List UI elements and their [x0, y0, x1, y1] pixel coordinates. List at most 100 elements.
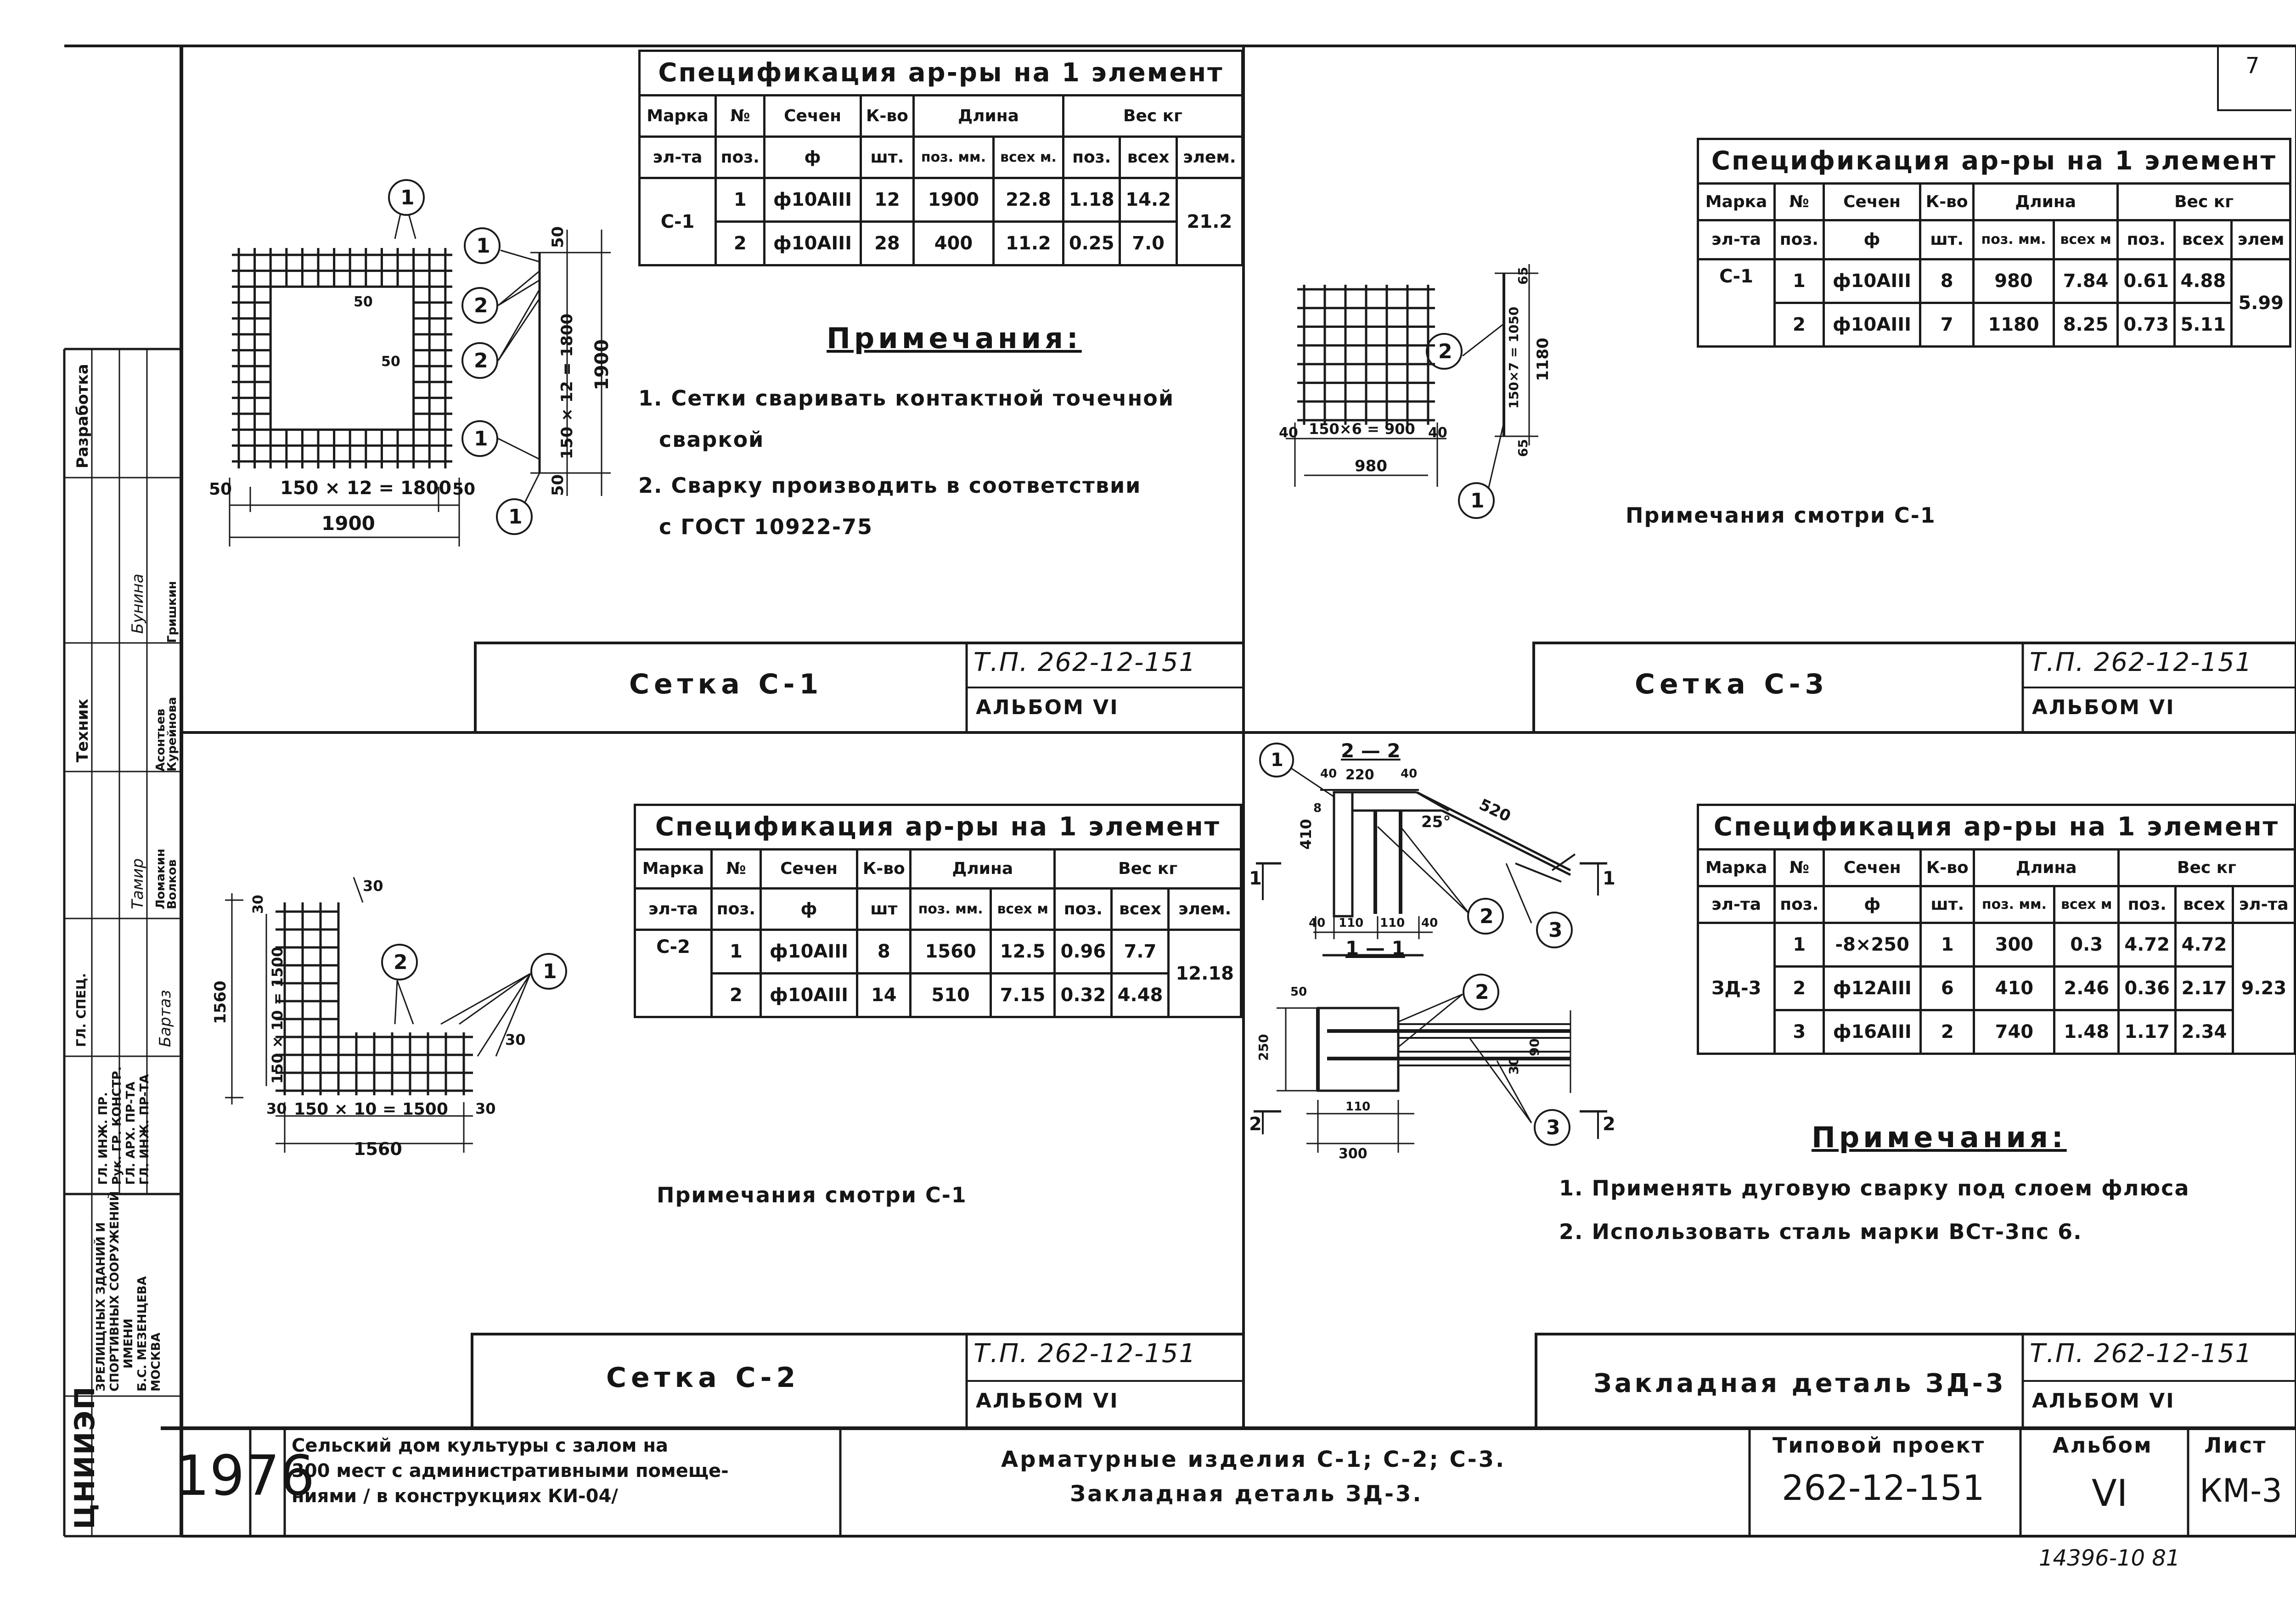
dim-label: 8 — [1313, 801, 1322, 815]
embedded-part-zd3-drawing — [1254, 764, 1607, 1153]
tp-value: 262-12-151 — [1782, 1467, 1985, 1508]
title-year: 1976 — [174, 1444, 315, 1508]
dim-label: 1560 — [354, 1139, 402, 1159]
spec-table-c1: Спецификация ар-ры на 1 элемент Марка № … — [638, 50, 1244, 266]
spec-title: Спецификация ар-ры на 1 элемент — [638, 50, 1244, 96]
org-line: МОСКВА — [149, 1332, 163, 1392]
strip-role: Разработка — [73, 364, 92, 468]
dim-label: 25° — [1421, 813, 1451, 831]
footer-number: 14396-10 81 — [2039, 1545, 2180, 1571]
dim-label: 50 — [381, 354, 400, 370]
dim-label: 30 — [505, 1031, 526, 1048]
dim-label: 250 — [1256, 1034, 1271, 1061]
spec-title: Спецификация ар-ры на 1 элемент — [1697, 804, 2296, 851]
note-line: 2. Сварку производить в соответствии — [638, 473, 1142, 498]
dim-label: 150×6 = 900 — [1309, 420, 1415, 438]
callout-number: 2 — [1475, 980, 1489, 1004]
callout-number: 3 — [1546, 1116, 1560, 1139]
callout-number: 1 — [543, 960, 557, 983]
org-line: СПОРТИВНЫХ СООРУЖЕНИЙ — [108, 1191, 122, 1392]
section-label: 1 — 1 — [1345, 937, 1405, 959]
callout-number: 1 — [1470, 489, 1485, 513]
album-title-label: Альбом — [2053, 1433, 2153, 1458]
frame-title: Закладная деталь ЗД-3 — [1593, 1369, 2006, 1398]
org-line: ИМЕНИ — [122, 1318, 135, 1369]
album-label: АЛЬБОМ VI — [976, 1389, 1119, 1413]
sheet-value: КМ-3 — [2200, 1472, 2282, 1510]
dim-label: 30 — [363, 877, 383, 895]
dim-label: 110 — [1339, 916, 1364, 930]
dim-label: 65 — [1515, 267, 1531, 285]
signature: Бунина — [129, 574, 147, 634]
dim-label: 50 — [452, 480, 476, 499]
notes-title: Примечания: — [1812, 1121, 2067, 1154]
dim-label: 980 — [1355, 457, 1387, 475]
callout-number: 1 — [476, 234, 490, 258]
album-label: АЛЬБОМ VI — [2032, 1389, 2175, 1413]
spec-title: Спецификация ар-ры на 1 элемент — [634, 804, 1242, 851]
callout-number: 2 — [474, 349, 488, 372]
dim-label: 110 — [1380, 916, 1405, 930]
strip-role: ГЛ. ИНЖ. ПР. — [96, 1092, 110, 1185]
dim-label: 410 — [1297, 819, 1315, 850]
dim-label: 40 — [1421, 916, 1438, 930]
note-line: 2. Использовать сталь марки ВСт-3пс 6. — [1559, 1219, 2082, 1244]
callout-number: 2 — [394, 951, 408, 974]
dim-label: 40 — [1428, 425, 1447, 441]
callout-number: 3 — [1548, 918, 1563, 942]
drawing-name: Арматурные изделия С-1; С-2; С-3. — [1001, 1447, 1506, 1472]
table-row: 2 ф10АIII 28 400 11.2 0.25 7.0 — [640, 220, 1243, 266]
note-line: 1. Сетки сваривать контактной точечной — [638, 386, 1175, 411]
org-line: Б.С. МЕЗЕНЦЕВА — [135, 1276, 149, 1392]
section-mark: 2 — [1603, 1114, 1615, 1135]
table-row: 2 ф10АIII 7 1180 8.25 0.73 5.11 — [1698, 302, 2290, 348]
strip-name: Волков — [165, 859, 179, 909]
dim-label: 40 — [1401, 767, 1418, 781]
notes-see: Примечания смотри С-1 — [657, 1183, 967, 1207]
dim-label: 1900 — [591, 339, 613, 390]
notes-see: Примечания смотри С-1 — [1626, 503, 1936, 528]
table-row: С-1 1 ф10АIII 8 980 7.84 0.61 4.88 5.99 — [1696, 258, 2291, 348]
tp-code: Т.П. 262-12-151 — [974, 648, 1197, 677]
callout-number: 1 — [474, 427, 488, 451]
dim-label: 1180 — [1534, 338, 1552, 381]
strip-role: ГЛ. АРХ. ПР-ТА — [124, 1082, 138, 1185]
strip-role: Рук. ГР. КОНСТР. — [110, 1066, 124, 1185]
callout-number: 1 — [508, 505, 523, 529]
tp-label: Типовой проект — [1773, 1433, 1986, 1458]
section-mark: 1 — [1603, 868, 1615, 889]
spec-table-c2: Спецификация ар-ры на 1 элемент Марка № … — [633, 804, 1242, 1018]
dim-label: 30 — [1506, 1057, 1521, 1075]
section-mark: 2 — [1249, 1114, 1262, 1135]
strip-role: ГЛ. СПЕЦ. — [73, 973, 89, 1047]
dim-label: 50 — [1290, 985, 1307, 999]
tp-code: Т.П. 262-12-151 — [2030, 648, 2253, 677]
note-line: 1. Применять дуговую сварку под слоем фл… — [1559, 1176, 2190, 1200]
frame-title: Сетка С-3 — [1635, 668, 1829, 700]
dim-label: 50 — [354, 294, 373, 310]
dim-label: 150 × 12 = 1800 — [280, 478, 452, 499]
section-label: 2 — 2 — [1341, 739, 1401, 762]
sheet-label: Лист — [2204, 1433, 2267, 1458]
dim-label: 40 — [1320, 767, 1337, 781]
org-logo: ЦНИИЭП — [69, 1386, 101, 1529]
table-row: С-1 1 ф10АIII 12 1900 22.8 1.18 14.2 21.… — [638, 177, 1244, 266]
album-title-value: VI — [2092, 1472, 2128, 1515]
dim-label: 65 — [1515, 439, 1531, 457]
album-label: АЛЬБОМ VI — [2032, 696, 2175, 719]
dim-label: 30 — [475, 1100, 496, 1117]
dim-label: 30 — [250, 895, 266, 914]
strip-name: Курейнова — [165, 697, 179, 772]
table-row: 3 ф16АIII 2 740 1.48 1.17 2.34 — [1698, 1009, 2295, 1055]
drawing-name: Закладная деталь ЗД-3. — [1070, 1481, 1423, 1507]
dim-label: 30 — [266, 1100, 287, 1117]
dim-label: 40 — [1279, 425, 1298, 441]
strip-role: ГЛ. ИНЖ. ПР-ТА — [138, 1074, 152, 1185]
spec-title: Спецификация ар-ры на 1 элемент — [1697, 138, 2291, 185]
note-line: сваркой — [659, 427, 765, 452]
spec-table-c3: Спецификация ар-ры на 1 элемент Марка № … — [1696, 138, 2291, 348]
note-line: с ГОСТ 10922-75 — [659, 514, 873, 539]
mesh-c2-drawing — [225, 877, 531, 1153]
callout-number: 2 — [474, 294, 488, 317]
